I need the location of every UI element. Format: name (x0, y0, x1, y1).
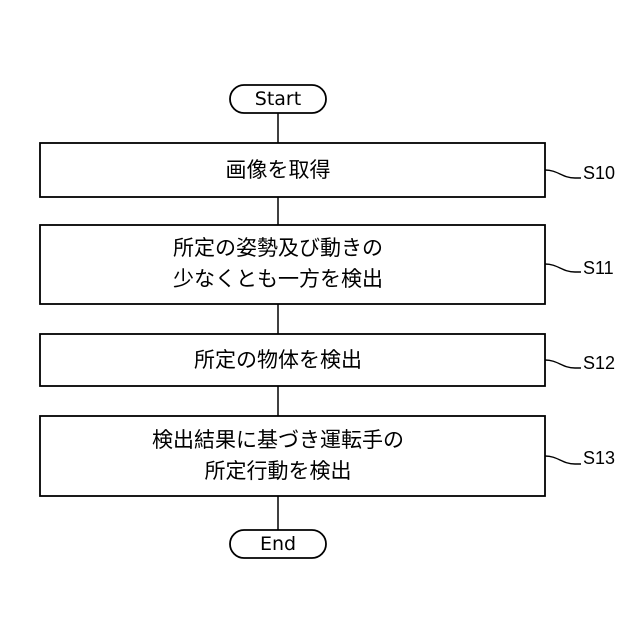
step-s12-ref: S12 (583, 353, 615, 373)
end-label: End (260, 533, 296, 555)
step-s12: 所定の物体を検出 S12 (40, 334, 615, 386)
step-s11-text-line-1: 所定の姿勢及び動きの (173, 236, 383, 260)
step-s12-ref-leader (545, 360, 581, 368)
step-s11-text-line-2: 少なくとも一方を検出 (173, 267, 383, 291)
step-s11-ref-leader (545, 264, 581, 272)
step-s10: 画像を取得 S10 (40, 143, 615, 197)
step-s10-text-line-1: 画像を取得 (226, 158, 331, 182)
step-s11: 所定の姿勢及び動きの 少なくとも一方を検出 S11 (40, 225, 614, 304)
step-s13-ref-leader (545, 456, 581, 464)
step-s12-text-line-1: 所定の物体を検出 (194, 348, 362, 372)
step-s13-ref: S13 (583, 448, 615, 468)
step-s13-text-line-1: 検出結果に基づき運転手の (152, 428, 404, 452)
end-terminal: End (230, 530, 326, 558)
start-label: Start (255, 88, 301, 110)
start-terminal: Start (230, 85, 326, 113)
step-s10-ref: S10 (583, 163, 615, 183)
step-s11-ref: S11 (583, 258, 614, 278)
step-s13: 検出結果に基づき運転手の 所定行動を検出 S13 (40, 416, 615, 496)
step-s13-text-line-2: 所定行動を検出 (205, 459, 352, 483)
step-s10-ref-leader (545, 170, 581, 178)
